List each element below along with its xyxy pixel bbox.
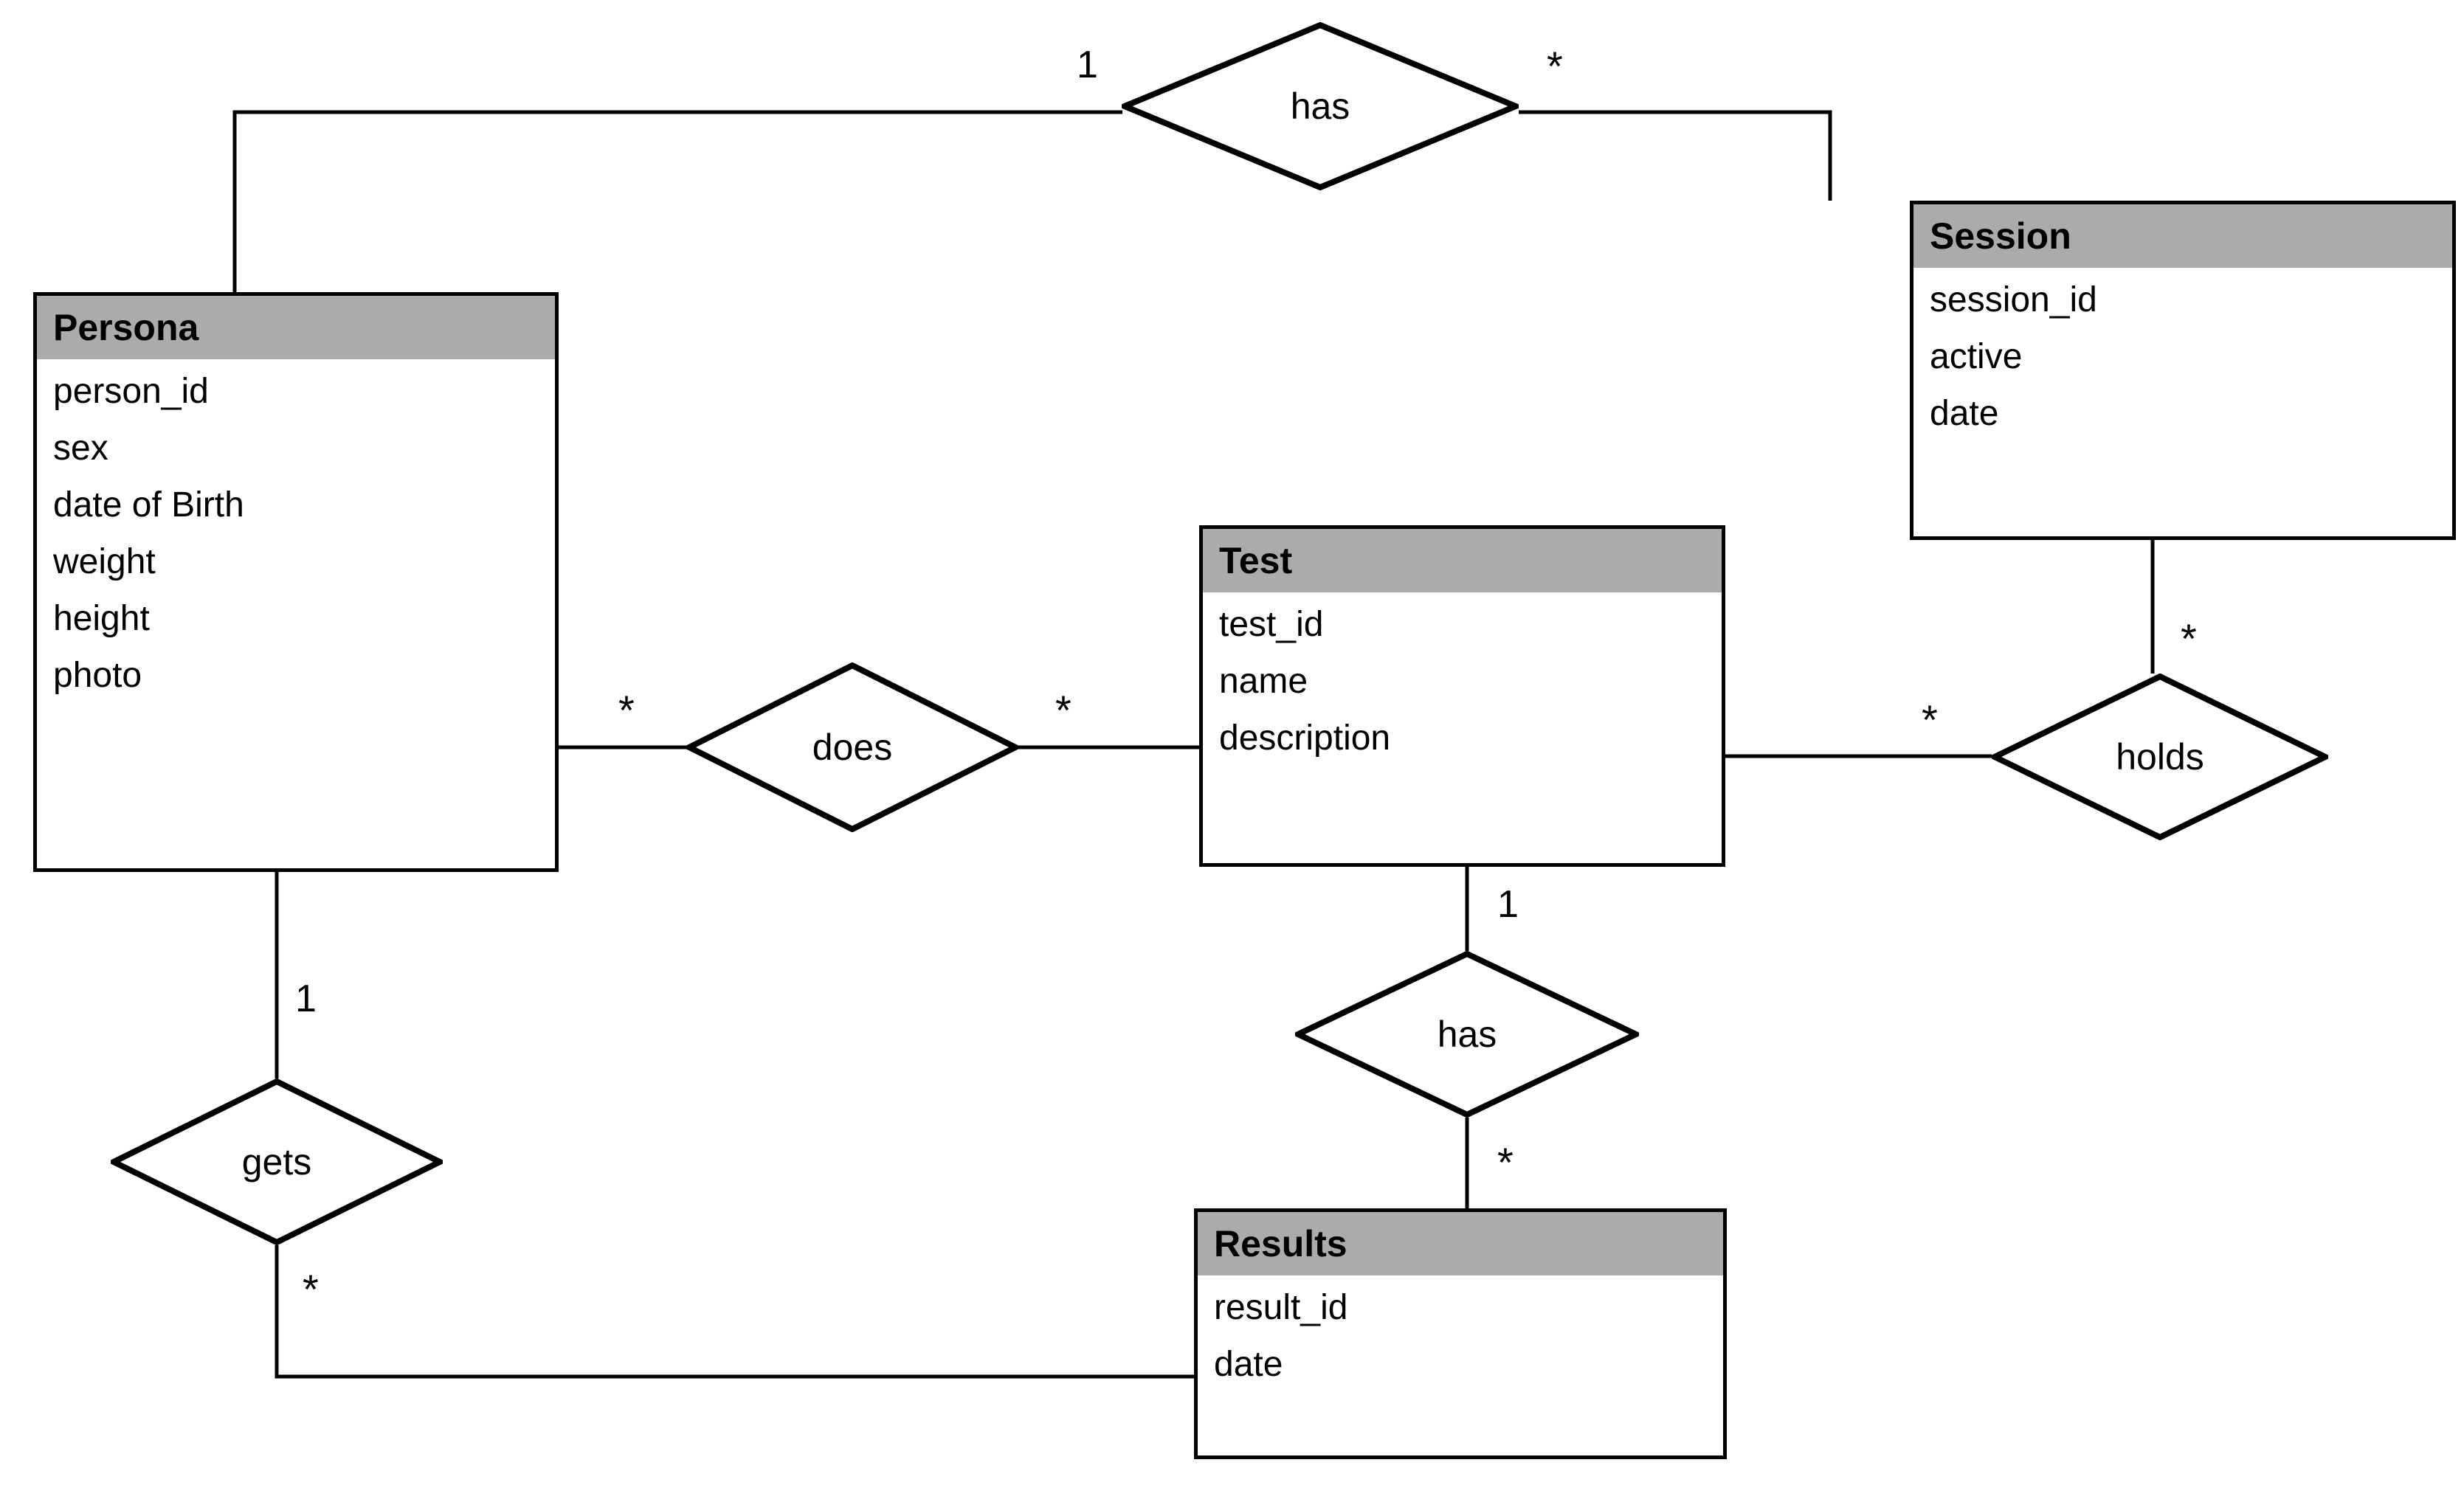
attribute-row: session_id	[1930, 280, 2097, 319]
cardinality-has-mid-bottom: *	[1497, 1139, 1514, 1185]
cardinality-has-top-right: *	[1547, 43, 1563, 89]
entity-test-title: Test	[1203, 529, 1722, 592]
attribute-row: person_id	[53, 372, 209, 411]
attribute-row: photo	[53, 656, 142, 695]
entity-test[interactable]: Test test_id name description	[1199, 525, 1725, 867]
entity-session[interactable]: Session session_id active date	[1910, 201, 2456, 540]
attribute-row: sex	[53, 429, 108, 468]
cardinality-holds-top: *	[2181, 615, 2197, 662]
attribute-row: date	[1930, 394, 1999, 433]
cardinality-does-left: *	[618, 687, 635, 733]
relationship-does-persona-test[interactable]: does	[686, 662, 1018, 832]
attribute-row: description	[1219, 719, 1391, 758]
entity-persona-title: Persona	[37, 296, 555, 359]
entity-session-title: Session	[1913, 204, 2452, 268]
relationship-has-test-results[interactable]: has	[1295, 951, 1639, 1118]
attribute-row: date of Birth	[53, 485, 244, 525]
entity-persona[interactable]: Persona person_id sex date of Birth weig…	[33, 292, 559, 872]
attribute-row: result_id	[1214, 1288, 1348, 1327]
attribute-row: weight	[53, 542, 156, 581]
attribute-row: name	[1219, 662, 1308, 701]
relationship-holds-test-session[interactable]: holds	[1992, 674, 2328, 840]
cardinality-has-top-left: 1	[1077, 44, 1098, 86]
entity-results-title: Results	[1198, 1212, 1723, 1275]
attribute-row: height	[53, 599, 150, 638]
cardinality-holds-left: *	[1922, 696, 1938, 743]
entity-results-attributes: result_id date	[1198, 1275, 1723, 1401]
entity-results[interactable]: Results result_id date	[1194, 1208, 1727, 1459]
attribute-row: date	[1214, 1345, 1283, 1384]
line-has-top-session	[1519, 110, 1832, 201]
line-persona-has-top	[232, 110, 1122, 292]
cardinality-has-mid-top: 1	[1497, 883, 1519, 926]
relationship-gets-persona-results[interactable]: gets	[111, 1079, 443, 1245]
entity-test-attributes: test_id name description	[1203, 592, 1722, 775]
entity-persona-attributes: person_id sex date of Birth weight heigh…	[37, 359, 555, 712]
relationship-has-persona-session[interactable]: has	[1122, 22, 1519, 190]
cardinality-does-right: *	[1055, 687, 1071, 733]
attribute-row: test_id	[1219, 605, 1324, 644]
cardinality-gets-top: 1	[295, 977, 317, 1020]
cardinality-gets-bottom: *	[303, 1266, 319, 1312]
entity-session-attributes: session_id active date	[1913, 268, 2452, 450]
attribute-row: active	[1930, 337, 2023, 376]
line-gets-results	[275, 1245, 1194, 1379]
